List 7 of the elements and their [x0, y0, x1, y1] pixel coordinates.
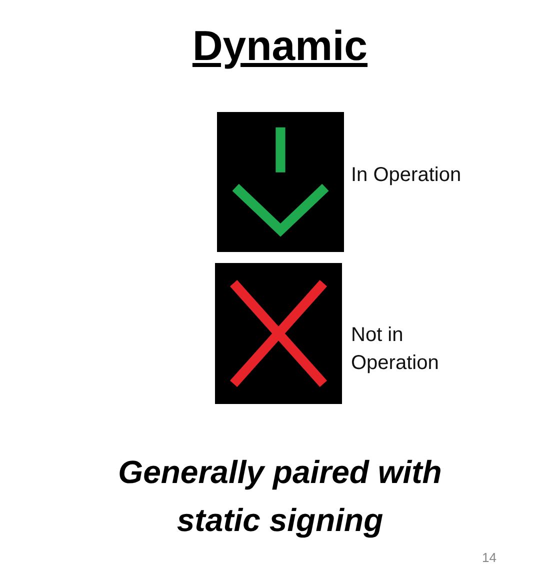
slide-caption: Generally paired with static signing	[117, 453, 443, 540]
signal-panel	[217, 112, 344, 252]
signal-panel	[215, 263, 342, 404]
page-number: 14	[482, 550, 496, 565]
sign-caption: Not in Operation	[351, 323, 440, 376]
slide-title: Dynamic	[192, 22, 368, 69]
sign-caption: In Operation	[351, 163, 462, 188]
